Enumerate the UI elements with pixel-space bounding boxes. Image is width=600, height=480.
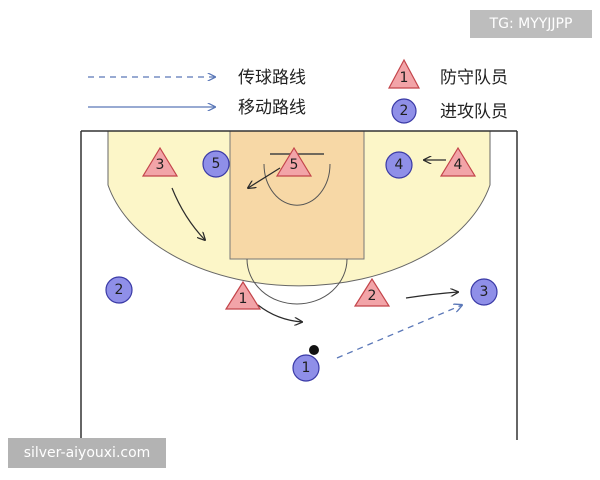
- move-route-defender-1: [257, 304, 302, 322]
- attacker-5: 5: [202, 150, 230, 178]
- attacker-2: 2: [105, 276, 133, 304]
- attacker-marker: [470, 278, 498, 306]
- attackers: 1 2 3 4 5: [105, 150, 498, 382]
- watermark-bottom-left: silver-aiyouxi.com: [8, 438, 166, 468]
- defender-marker: [141, 146, 179, 177]
- defender-number: 1: [239, 291, 248, 307]
- attacker-marker: [385, 151, 413, 179]
- attacker-1: 1: [292, 354, 320, 382]
- defender-5: 5: [275, 146, 313, 177]
- watermark-top-right: TG: MYYJJPP: [470, 10, 592, 38]
- basketball: [309, 345, 319, 355]
- defenders: 1 2 3 4 5: [141, 146, 477, 310]
- defender-number: 4: [454, 157, 463, 173]
- defender-3: 3: [141, 146, 179, 177]
- attacker-number: 1: [302, 360, 311, 376]
- attacker-legend-icon: [391, 98, 417, 124]
- attacker-legend-label: 进攻队员: [440, 102, 508, 122]
- attacker-number: 5: [212, 156, 221, 172]
- routes: [171, 160, 462, 359]
- pass-route-legend-label: 传球路线: [238, 68, 306, 88]
- attacker-marker: [105, 276, 133, 304]
- paint-area: [229, 130, 365, 260]
- move-route-defender-2: [405, 292, 458, 299]
- pass-route-line: [336, 305, 462, 359]
- attacker-3: 3: [470, 278, 498, 306]
- attacker-marker: [292, 354, 320, 382]
- half-court: [80, 130, 518, 440]
- move-route-legend-label: 移动路线: [238, 98, 306, 118]
- defender-number: 2: [368, 288, 377, 304]
- free-throw-top-arc: [263, 163, 331, 206]
- defender-marker: [224, 280, 262, 310]
- defender-marker: [439, 146, 477, 177]
- attacker-legend-number: 2: [400, 103, 409, 119]
- defender-legend-number: 1: [400, 70, 409, 86]
- defender-2: 2: [353, 277, 391, 307]
- defender-4: 4: [439, 146, 477, 177]
- move-route-defender-5: [248, 167, 281, 188]
- attacker-4: 4: [385, 151, 413, 179]
- attacker-number: 3: [480, 284, 489, 300]
- defender-marker: [353, 277, 391, 307]
- defender-legend-icon: [387, 58, 421, 89]
- attacker-number: 4: [395, 157, 404, 173]
- defender-number: 5: [290, 157, 299, 173]
- attacker-number: 2: [115, 282, 124, 298]
- free-throw-bottom-arc: [246, 258, 348, 305]
- legend: 传球路线 移动路线 1 防守队员 2 进攻队员: [88, 58, 508, 124]
- defender-1: 1: [224, 280, 262, 310]
- move-route-defender-3: [171, 187, 205, 240]
- defender-marker: [275, 146, 313, 177]
- defender-legend-label: 防守队员: [440, 68, 508, 88]
- defender-number: 3: [156, 157, 165, 173]
- attacker-marker: [202, 150, 230, 178]
